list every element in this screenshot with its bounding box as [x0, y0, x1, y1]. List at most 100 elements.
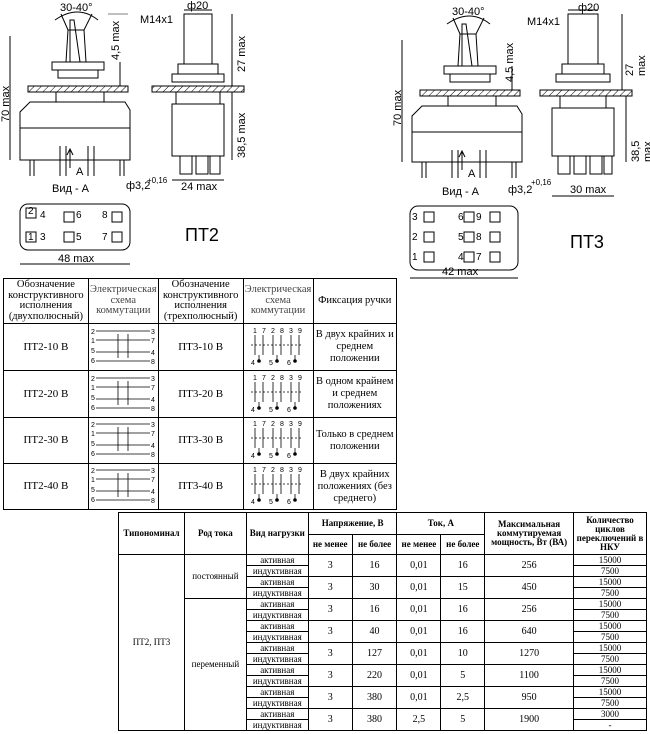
svg-text:4: 4: [251, 407, 255, 414]
pt3-10: ПТ3-10 В: [157, 323, 244, 371]
value-vmin: 3: [307, 576, 353, 599]
svg-text:4: 4: [251, 360, 255, 367]
header-power: Максимальная коммутируемая мощность, Вт …: [484, 512, 575, 555]
svg-text:1: 1: [253, 328, 257, 335]
svg-text:2: 2: [91, 376, 95, 383]
svg-text:6: 6: [91, 358, 95, 365]
value-vmin: 3: [307, 620, 353, 643]
svg-text:1: 1: [253, 467, 257, 474]
value-imax: 15: [440, 576, 486, 599]
svg-text:1: 1: [91, 431, 95, 438]
value-vmin: 3: [307, 686, 353, 709]
cycles-value: 3000: [573, 708, 647, 720]
svg-text:2: 2: [91, 329, 95, 336]
type-value: ПТ2, ПТ3: [118, 554, 185, 731]
value-imin: 0,01: [396, 642, 442, 665]
value-imin: 0,01: [396, 554, 442, 577]
pt3-30: ПТ3-30 В: [157, 417, 244, 464]
value-imin: 0,01: [396, 686, 442, 709]
value-vmax: 127: [351, 642, 398, 665]
pt2-30: ПТ2-30 В: [3, 417, 89, 464]
pt3-model-label: ПТ3: [570, 232, 604, 252]
svg-text:4: 4: [151, 397, 155, 404]
svg-text:8: 8: [280, 375, 284, 382]
cycles-value: 15000: [573, 686, 647, 698]
value-p: 450: [484, 576, 575, 599]
value-p: 950: [484, 686, 575, 709]
svg-text:8: 8: [280, 467, 284, 474]
load-inductive: индуктивная: [245, 631, 309, 643]
svg-text:7: 7: [262, 375, 266, 382]
value-vmin: 3: [307, 708, 353, 731]
svg-text:5: 5: [91, 441, 95, 448]
cycles-value: 15000: [573, 620, 647, 632]
fixation-2: В одном крайнем и среднем положениях: [312, 370, 398, 418]
svg-text:5: 5: [91, 348, 95, 355]
load-inductive: индуктивная: [245, 697, 309, 709]
value-vmax: 40: [351, 620, 398, 643]
header-fixation: Фиксация ручки: [312, 278, 398, 324]
pt3-view-label: Вид - А: [442, 186, 480, 198]
svg-text:4: 4: [151, 443, 155, 450]
pt3-width-bottom: 30 max: [570, 184, 607, 196]
svg-text:9: 9: [298, 467, 302, 474]
svg-text:7: 7: [151, 385, 155, 392]
svg-text:8: 8: [151, 406, 155, 413]
pt3-hole: ф3,2: [508, 184, 533, 196]
pt2-width-bottom: 24 max: [181, 181, 218, 193]
pt3-pin-9: 9: [476, 212, 482, 223]
value-p: 256: [484, 598, 575, 621]
value-p: 1900: [484, 708, 575, 731]
load-active: активная: [245, 598, 309, 610]
header-type: Типономинал: [118, 512, 185, 555]
cycles-value: 15000: [573, 554, 647, 566]
svg-text:2: 2: [271, 328, 275, 335]
cycles-value: 7500: [573, 697, 647, 709]
pt2-pin-3: 3: [40, 232, 46, 243]
header-pt2-designation: Обозначение конструктивного исполнения (…: [3, 278, 89, 324]
svg-text:1: 1: [253, 421, 257, 428]
svg-text:6: 6: [287, 360, 291, 367]
pt2-arrow-label: А: [76, 166, 84, 178]
cycles-value: 15000: [573, 642, 647, 654]
header-cycles: Количество циклов переключений в НКУ: [573, 512, 647, 555]
svg-text:5: 5: [269, 360, 273, 367]
value-imin: 0,01: [396, 598, 442, 621]
current-ac: переменный: [183, 598, 247, 731]
svg-text:1: 1: [253, 375, 257, 382]
svg-text:7: 7: [262, 328, 266, 335]
svg-text:5: 5: [91, 487, 95, 494]
pt2-pin-2: 2: [28, 206, 34, 217]
pt2-tol: +0,16: [147, 176, 168, 185]
fixation-1: В двух крайних и среднем положении: [312, 323, 398, 371]
svg-text:2: 2: [271, 467, 275, 474]
svg-text:3: 3: [289, 421, 293, 428]
value-vmin: 3: [307, 598, 353, 621]
pt2-10: ПТ2-10 В: [3, 323, 89, 371]
pt3-pin-7: 7: [476, 252, 482, 263]
svg-text:6: 6: [287, 453, 291, 460]
value-vmin: 3: [307, 554, 353, 577]
pt3-dia-top: ф20: [578, 2, 600, 14]
svg-text:4: 4: [151, 350, 155, 357]
load-inductive: индуктивная: [245, 587, 309, 599]
svg-text:7: 7: [151, 477, 155, 484]
value-imin: 2,5: [396, 708, 442, 731]
value-vmax: 16: [351, 554, 398, 577]
load-inductive: индуктивная: [245, 609, 309, 621]
value-imax: 16: [440, 598, 486, 621]
pt2-thread: М14х1: [140, 14, 174, 26]
load-inductive: индуктивная: [245, 653, 309, 665]
svg-text:1: 1: [91, 385, 95, 392]
svg-text:8: 8: [280, 328, 284, 335]
cycles-value: 15000: [573, 598, 647, 610]
cycles-value: 7500: [573, 631, 647, 643]
